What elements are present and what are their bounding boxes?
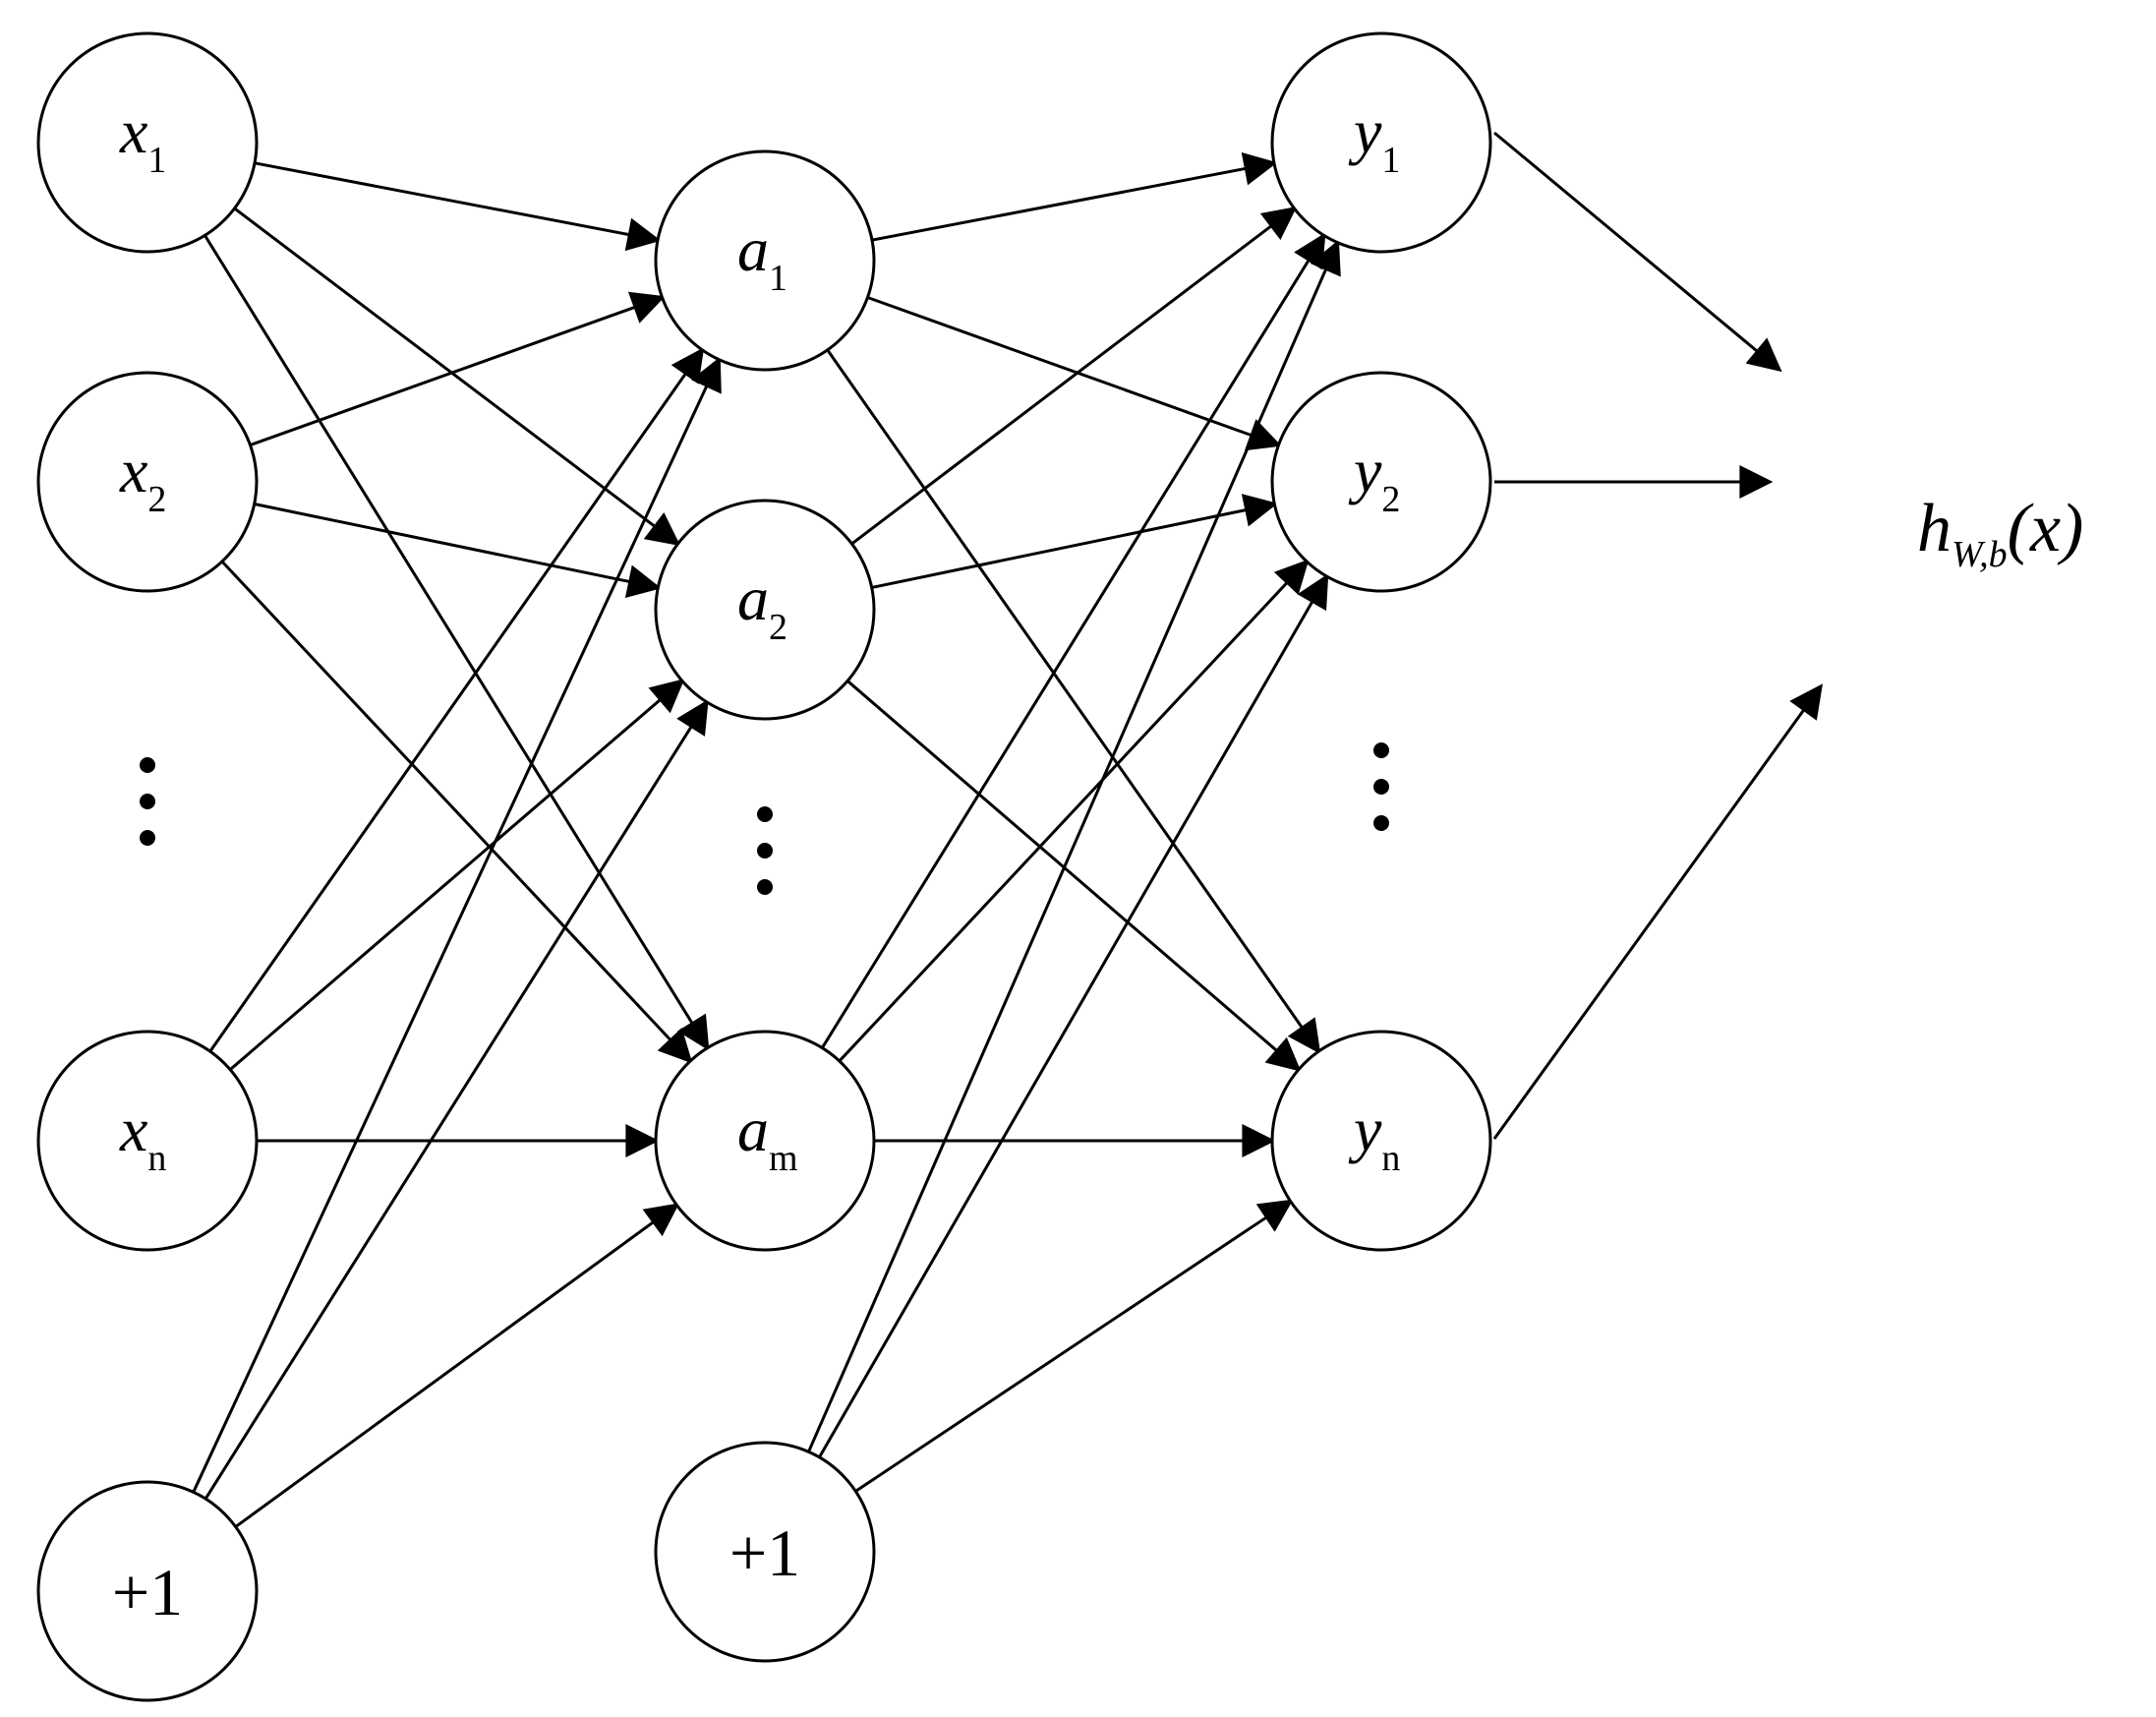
edge-bIn-to-am: [234, 1203, 680, 1528]
edge-bIn-to-a2: [204, 699, 709, 1500]
edge-x1-to-a2: [233, 207, 681, 547]
output-ellipsis-dot-3: [1373, 815, 1389, 831]
edge-bHid-to-y2: [818, 573, 1329, 1458]
output-node-label-yn: yn: [1348, 1095, 1400, 1179]
input-bias-label: +1: [112, 1555, 183, 1629]
edge-a1-to-yn: [826, 349, 1321, 1054]
connections: [192, 151, 1341, 1528]
output-ellipsis-dot-2: [1373, 779, 1389, 795]
edge-xn-to-a2: [229, 679, 685, 1071]
output-node-label-y1: y1: [1348, 96, 1400, 181]
hidden-ellipsis-dot-2: [757, 843, 773, 858]
output-arrows: [1492, 131, 1823, 1140]
edge-a1-to-y1: [871, 151, 1278, 242]
edge-x2-to-a2: [254, 503, 662, 598]
output-node-label-y2: y2: [1348, 436, 1400, 520]
input-ellipsis-dot-2: [140, 794, 155, 809]
edge-xn-to-a1: [208, 347, 705, 1052]
edge-bHid-to-y1: [807, 239, 1341, 1452]
output-arrow-yn: [1492, 683, 1823, 1140]
edge-am-to-y1: [821, 232, 1326, 1049]
edge-a2-to-y2: [871, 494, 1278, 589]
output-node-y2: [1270, 371, 1492, 593]
output-arrow-y1: [1493, 131, 1782, 373]
edge-bHid-to-yn: [854, 1199, 1294, 1493]
input-node-x2: [36, 371, 259, 593]
input-node-label-x2: x2: [119, 436, 166, 520]
output-node-y1: [1270, 31, 1492, 254]
edge-x2-to-a1: [249, 291, 666, 446]
hidden-bias-node: [654, 1441, 876, 1663]
edge-bIn-to-a1: [192, 356, 722, 1493]
edge-a2-to-y1: [850, 206, 1298, 546]
edge-a2-to-yn: [846, 680, 1302, 1072]
input-ellipsis-dot-1: [140, 757, 155, 773]
hidden-node-label-a1: a1: [737, 214, 787, 299]
edge-am-to-y2: [838, 559, 1310, 1062]
hidden-node-label-a2: a2: [737, 563, 787, 648]
hidden-node-a1: [654, 149, 876, 372]
output-function-label: hW,b(x): [1917, 491, 2083, 575]
hidden-node-label-am: am: [737, 1095, 798, 1179]
ellipses: [140, 742, 1389, 895]
edge-x1-to-a1: [254, 161, 662, 252]
hidden-node-a2: [654, 499, 876, 721]
input-ellipsis-dot-3: [140, 830, 155, 846]
hidden-ellipsis-dot-3: [757, 879, 773, 895]
nodes: x1 x2 xn +1 a1 a2 am +1 y1 y2 yn: [36, 31, 1492, 1702]
hidden-bias-label: +1: [729, 1515, 800, 1590]
edge-x1-to-am: [204, 234, 710, 1051]
hidden-ellipsis-dot-1: [757, 806, 773, 822]
hidden-node-am: [654, 1030, 876, 1252]
input-bias-node: [36, 1480, 259, 1702]
edge-a1-to-y2: [866, 296, 1282, 451]
output-node-yn: [1270, 1030, 1492, 1252]
input-node-label-x1: x1: [119, 96, 166, 181]
input-node-label-xn: xn: [119, 1095, 166, 1179]
input-node-xn: [36, 1030, 259, 1252]
edge-x2-to-am: [220, 560, 693, 1064]
input-node-x1: [36, 31, 259, 254]
output-ellipsis-dot-1: [1373, 742, 1389, 758]
